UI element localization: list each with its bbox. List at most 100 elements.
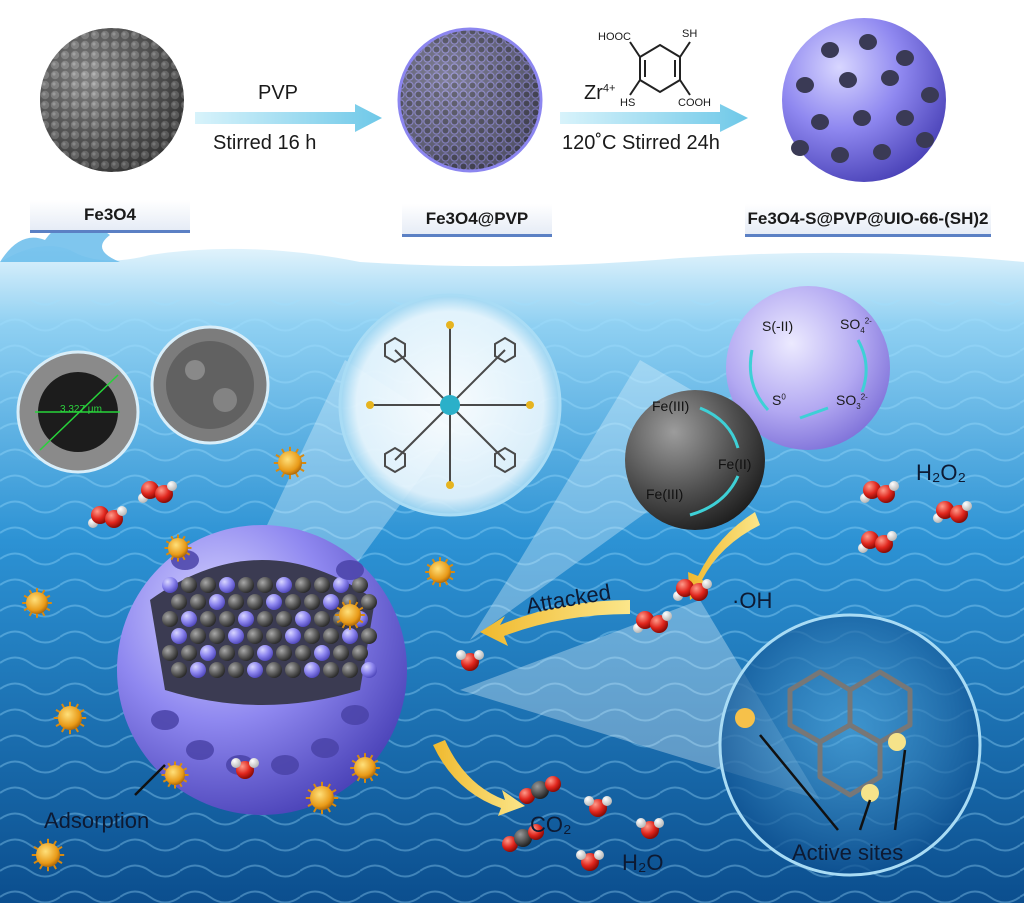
core-nanoparticle (314, 577, 330, 593)
molecules (88, 481, 972, 871)
core-nanoparticle (190, 662, 206, 678)
core-nanoparticle (333, 577, 349, 593)
urchin-body (278, 451, 302, 475)
synthesis-panel (40, 18, 946, 182)
attack-arrow (480, 600, 630, 646)
iron-fe2: Fe(II) (718, 456, 752, 472)
c-atom (514, 829, 532, 847)
o-atom (581, 853, 599, 871)
core-nanoparticle (285, 628, 301, 644)
benzene-ring (384, 446, 406, 474)
adsorption-arrow (134, 764, 166, 796)
urchin-body (354, 757, 376, 779)
h-atom (889, 481, 899, 491)
core-nanoparticle (190, 594, 206, 610)
core-nanoparticle (200, 645, 216, 661)
core-nanoparticle (304, 628, 320, 644)
core-nanoparticle (361, 628, 377, 644)
label-fe3o4: Fe3O4 (30, 200, 190, 233)
linker-cooh: COOH (678, 97, 711, 109)
step2-condition: 120˚C Stirred 24h (562, 132, 720, 154)
water-molecule (584, 796, 612, 817)
core-nanoparticle (257, 611, 273, 627)
step2-arrow (560, 104, 748, 132)
h-atom (456, 650, 466, 660)
sulfur-atom (366, 401, 374, 409)
h-atom (636, 818, 646, 828)
h-atom (702, 579, 712, 589)
pore (791, 140, 809, 156)
h-atom (662, 611, 672, 621)
h2o2-molecule (860, 481, 899, 503)
linker-bond (449, 349, 506, 406)
sulfur-s0: S0 (772, 392, 786, 408)
zr-cluster (440, 395, 460, 415)
core-shell-sphere (117, 525, 407, 815)
pore (896, 110, 914, 126)
pollutant-particle (425, 557, 455, 587)
active-sites-label: Active sites (792, 840, 904, 865)
core-nanoparticle (219, 577, 235, 593)
radical-arrow (688, 512, 760, 600)
shell-pore (186, 740, 214, 760)
water-molecule (636, 818, 664, 839)
degradation-arrow (433, 740, 525, 816)
pollutant-particle (335, 600, 365, 630)
core-nanoparticle (181, 577, 197, 593)
pollutant-particle (305, 781, 339, 815)
pollutant-particle (31, 838, 65, 872)
pore (896, 50, 914, 66)
hydroxyl-molecule (456, 650, 484, 671)
core-nanoparticle (171, 662, 187, 678)
core-nanoparticle (162, 611, 178, 627)
hydroxyl-molecule (231, 758, 259, 779)
shell-pore (271, 755, 299, 775)
step1-arrow (195, 104, 382, 132)
core-nanoparticle (171, 594, 187, 610)
step1-reagent: PVP (258, 82, 299, 104)
active-sites-inset (718, 613, 982, 877)
o-atom (936, 501, 954, 519)
pore (853, 110, 871, 126)
sem-image (150, 325, 270, 445)
h-atom (117, 506, 127, 516)
o-atom (502, 836, 518, 852)
core-nanoparticle (209, 662, 225, 678)
tem-scale-label: 3.327 μm (60, 404, 102, 415)
core-nanoparticle (200, 577, 216, 593)
pollutant-particle (273, 446, 307, 480)
linker-bond (394, 349, 451, 406)
core-nanoparticle (181, 645, 197, 661)
pollutant-particles (22, 446, 455, 872)
urchin-body (58, 706, 82, 730)
core-nanoparticle (266, 594, 282, 610)
core-nanoparticle (200, 611, 216, 627)
water-molecule (576, 850, 604, 871)
core-nanoparticle (304, 594, 320, 610)
pollutant-particle (53, 701, 87, 735)
linker-hooc: HOOC (598, 31, 631, 43)
linker-hs: HS (620, 97, 636, 109)
hydroxyl-molecule (633, 611, 672, 633)
core-nanoparticle (352, 645, 368, 661)
urchin-body (168, 538, 188, 558)
core-nanoparticle (162, 645, 178, 661)
pore (821, 42, 839, 58)
core-nanoparticle (314, 645, 330, 661)
h-atom (962, 501, 972, 511)
core-nanoparticle (238, 611, 254, 627)
h-atom (654, 818, 664, 828)
pollutant-particle (22, 588, 52, 618)
linker-bond (394, 404, 451, 461)
urchin-body (36, 843, 60, 867)
h2o-label: H₂O (622, 850, 664, 875)
core-nanoparticle (247, 628, 263, 644)
core-nanoparticle (352, 577, 368, 593)
iron-cycle (625, 390, 765, 530)
urchin-body (339, 604, 361, 626)
h-atom (167, 481, 177, 491)
h-atom (602, 796, 612, 806)
core-nanoparticle (219, 611, 235, 627)
label-fe3o4-pvp: Fe3O4@PVP (402, 204, 552, 237)
iron-fe3-top: Fe(III) (652, 398, 690, 414)
